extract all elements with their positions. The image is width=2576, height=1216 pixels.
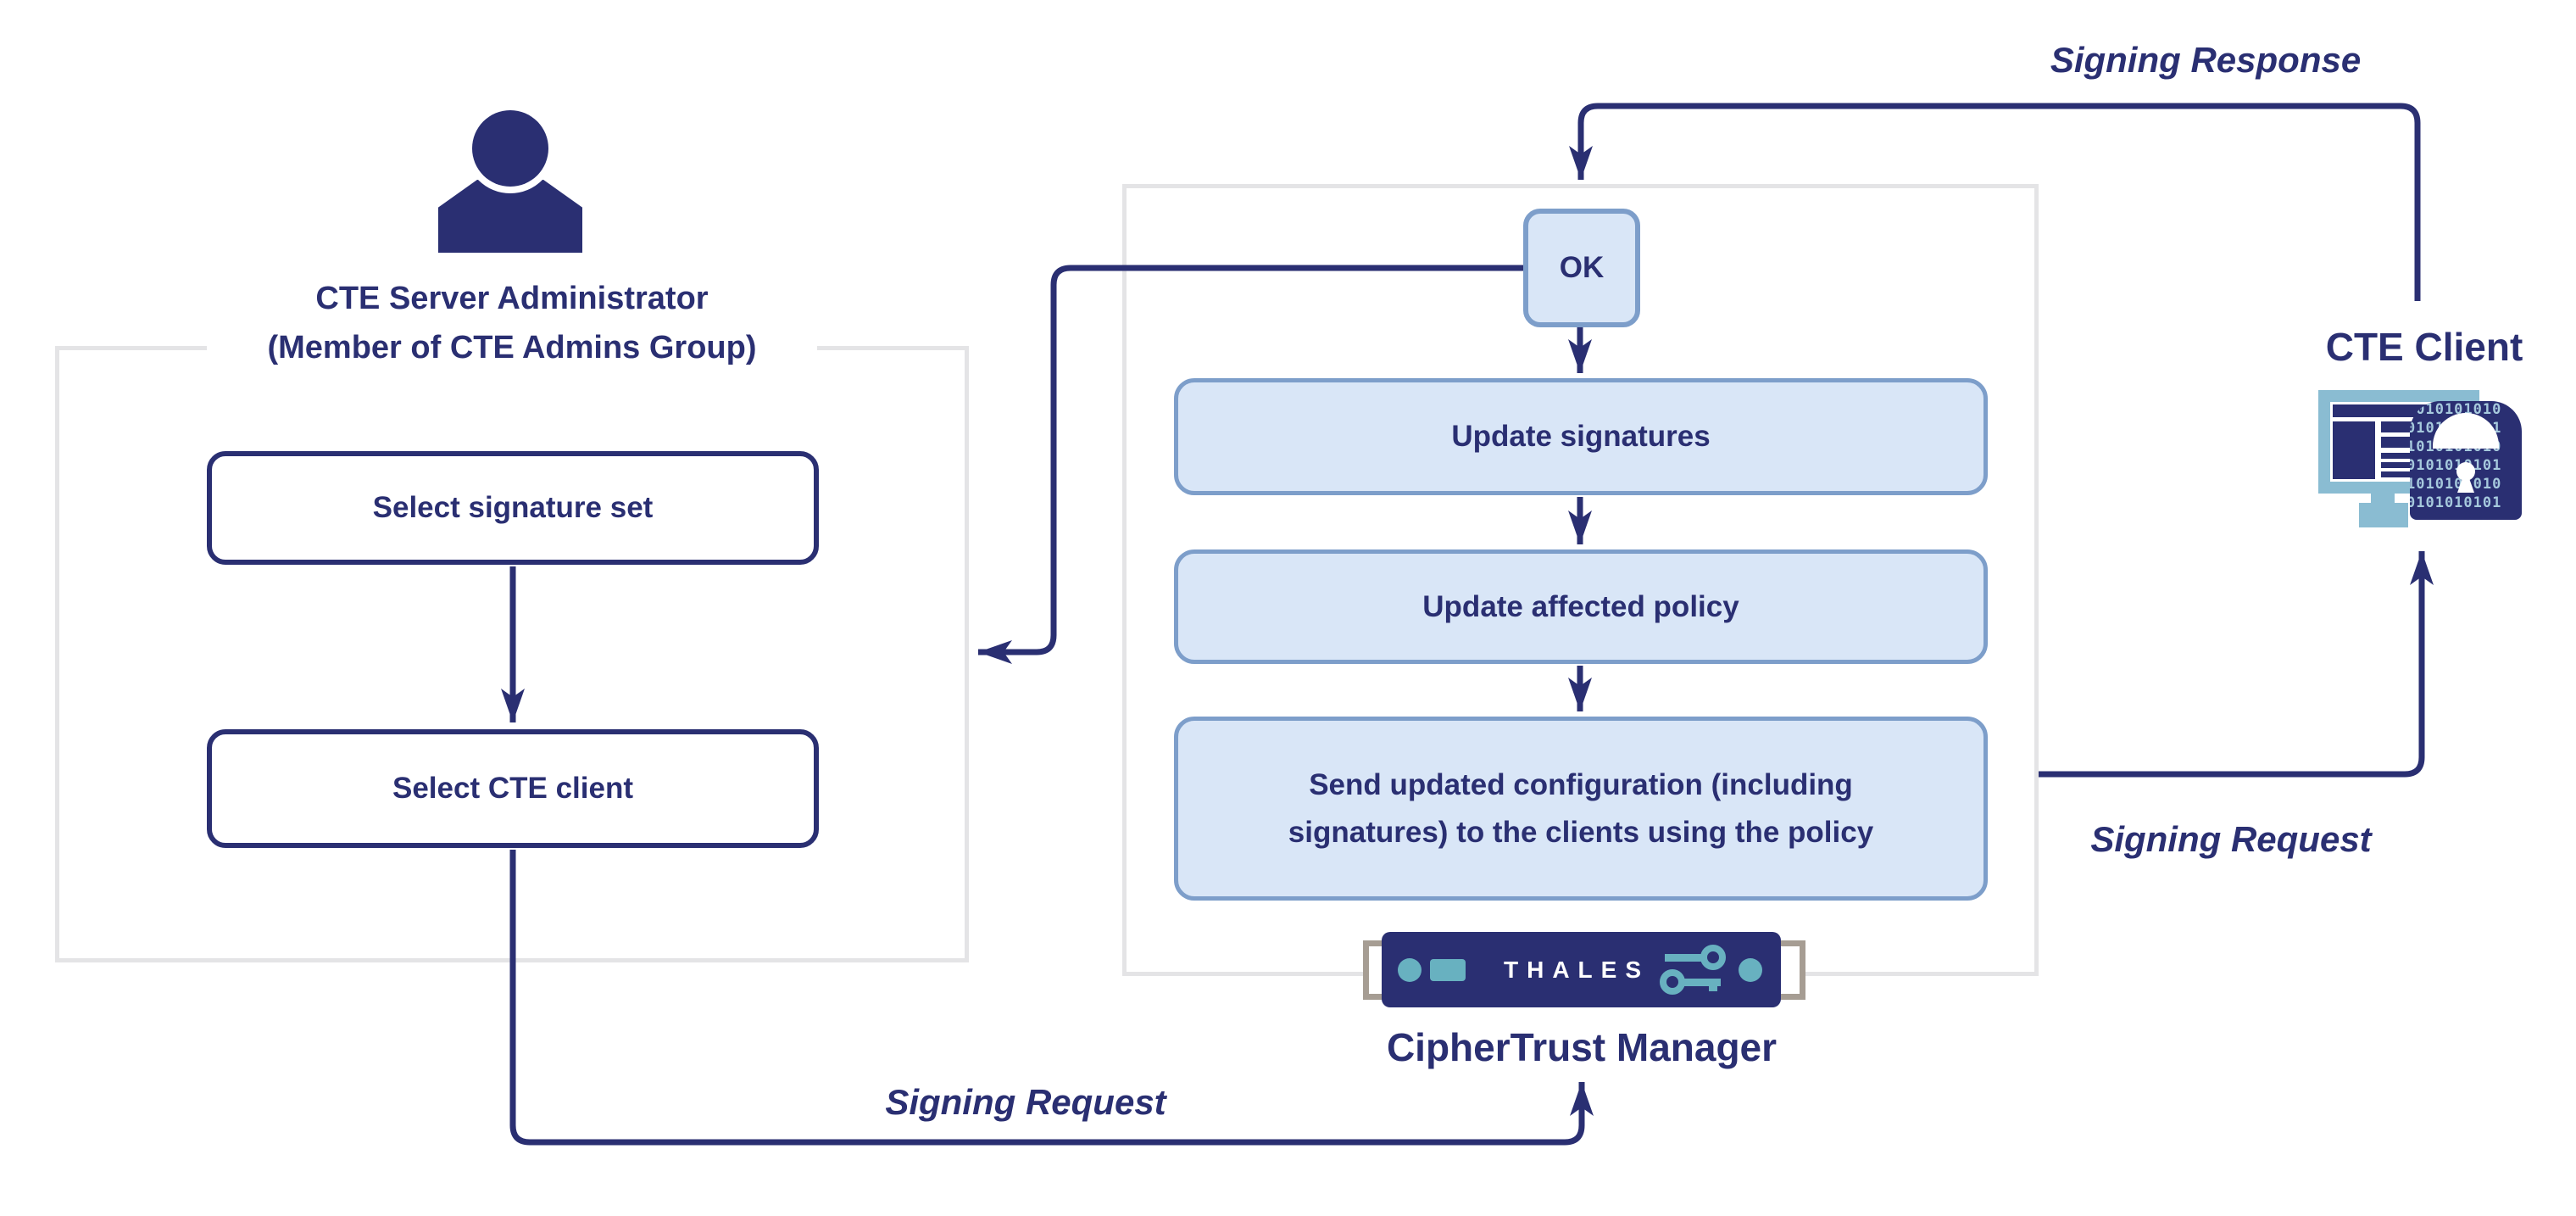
node-send-updated-configuration-line2: signatures) to the clients using the pol… bbox=[1288, 815, 1874, 849]
cte-client-icon: 1010101010 0101010101 1010101010 0101010… bbox=[2318, 386, 2539, 534]
node-update-signatures: Update signatures bbox=[1174, 378, 1988, 495]
appliance-led-icon bbox=[1739, 958, 1762, 982]
administrator-title-line1: CTE Server Administrator bbox=[315, 281, 709, 316]
appliance-drive-icon bbox=[1430, 959, 1466, 981]
administrator-person-head-icon bbox=[472, 110, 548, 187]
administrator-title: CTE Server Administrator (Member of CTE … bbox=[207, 274, 817, 372]
node-update-affected-policy: Update affected policy bbox=[1174, 549, 1988, 664]
monitor-base bbox=[2359, 503, 2408, 527]
node-select-cte-client: Select CTE client bbox=[207, 729, 819, 848]
administrator-title-line2: (Member of CTE Admins Group) bbox=[267, 330, 757, 365]
node-select-signature-set-label: Select signature set bbox=[372, 491, 654, 524]
node-update-signatures-label: Update signatures bbox=[1451, 420, 1711, 453]
signing-request-right-label: Signing Request bbox=[2090, 819, 2372, 859]
administrator-person-icon bbox=[438, 180, 582, 253]
node-select-cte-client-label: Select CTE client bbox=[392, 772, 633, 805]
edge-signing-request-right bbox=[2039, 551, 2434, 778]
node-select-signature-set: Select signature set bbox=[207, 451, 819, 565]
binary-row: 0101010101 bbox=[2410, 494, 2502, 511]
cte-client-label: CTE Client bbox=[2325, 325, 2523, 369]
screen-content-block bbox=[2333, 421, 2375, 479]
signing-request-bottom-label: Signing Request bbox=[885, 1082, 1166, 1122]
appliance-led-icon bbox=[1398, 958, 1422, 982]
thales-appliance-icon: THALES bbox=[1382, 932, 1781, 1007]
thales-brand-label: THALES bbox=[1504, 957, 1650, 983]
node-update-affected-policy-label: Update affected policy bbox=[1422, 589, 1739, 623]
node-send-updated-configuration: Send updated configuration (including si… bbox=[1174, 717, 1988, 901]
keyhole-stem bbox=[2457, 477, 2474, 493]
admin-group-frame bbox=[55, 346, 969, 962]
ciphertrust-manager-label: CipherTrust Manager bbox=[1386, 1025, 1778, 1069]
binary-row: 0101010101 bbox=[2410, 457, 2502, 474]
keys-icon bbox=[1660, 945, 1726, 995]
node-ok: OK bbox=[1523, 209, 1640, 327]
encryption-lock-icon: 1010101010 0101010101 1010101010 0101010… bbox=[2410, 401, 2522, 520]
keyhole-icon bbox=[2456, 462, 2475, 481]
lock-shackle-opening bbox=[2433, 413, 2499, 449]
binary-row: 1010101010 bbox=[2410, 401, 2502, 418]
signing-response-label: Signing Response bbox=[2050, 40, 2362, 80]
binary-row: 1010101010 bbox=[2410, 476, 2502, 493]
node-send-updated-configuration-line1: Send updated configuration (including bbox=[1309, 767, 1853, 801]
node-ok-label: OK bbox=[1559, 251, 1605, 284]
